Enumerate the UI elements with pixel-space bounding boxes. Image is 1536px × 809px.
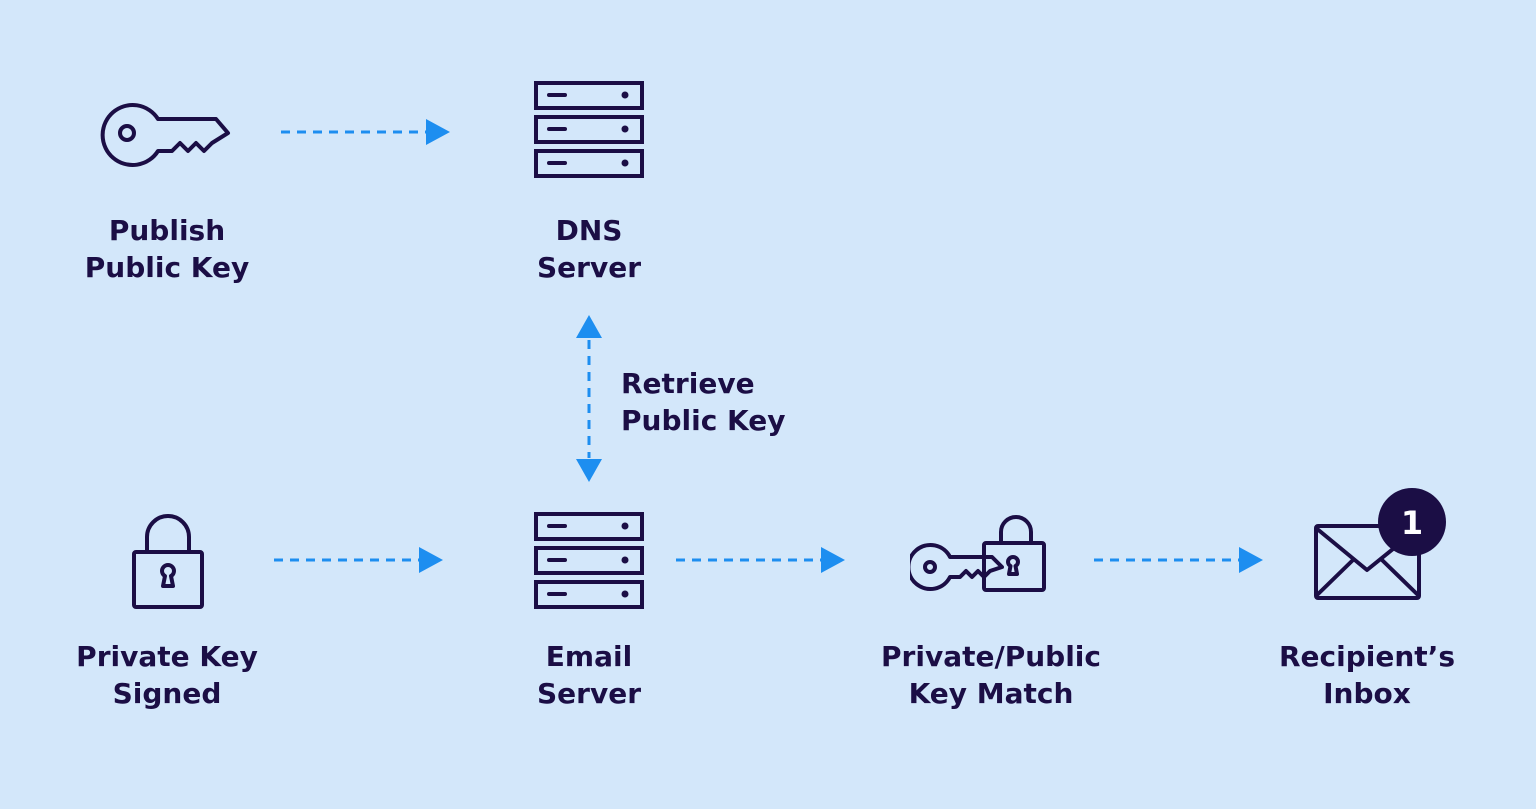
arrow-publish-to-dns-head <box>426 119 450 145</box>
retrieve-public-key-label: Retrieve Public Key <box>621 365 786 439</box>
key-padlock-icon <box>910 515 1046 592</box>
notification-badge <box>1378 488 1446 556</box>
label-line: Public Key <box>84 251 250 284</box>
recipient-inbox-label: Recipient’s Inbox <box>1279 638 1455 712</box>
badge-count: 1 <box>1401 504 1423 542</box>
label-line: Server <box>536 677 642 710</box>
arrow-dns-email-server-head-down <box>576 459 602 482</box>
server-icon <box>534 81 644 178</box>
label-line: Public Key <box>621 404 786 437</box>
label-line: Retrieve <box>621 367 755 400</box>
label-line: Publish <box>108 214 226 247</box>
private-key-signed-label: Private Key Signed <box>76 638 258 712</box>
key-icon <box>100 103 230 167</box>
server-icon <box>534 512 644 609</box>
label-line: Private Key <box>76 640 258 673</box>
arrow-email-server-to-match-head <box>821 547 845 573</box>
email-server-label: Email Server <box>537 638 641 712</box>
label-line: Private/Public <box>881 640 1101 673</box>
dns-server-label: DNS Server <box>537 212 641 286</box>
label-line: Inbox <box>1323 677 1411 710</box>
arrow-signed-to-email-server-head <box>419 547 443 573</box>
label-line: Server <box>536 251 642 284</box>
label-line: DNS <box>555 214 623 247</box>
publish-public-key-label: Publish Public Key <box>85 212 250 286</box>
arrow-dns-email-server-head-up <box>576 315 602 338</box>
key-match-label: Private/Public Key Match <box>881 638 1101 712</box>
padlock-icon <box>132 514 204 609</box>
arrow-match-to-inbox-head <box>1239 547 1263 573</box>
label-line: Signed <box>112 677 222 710</box>
label-line: Key Match <box>908 677 1074 710</box>
label-line: Recipient’s <box>1279 640 1455 673</box>
label-line: Email <box>545 640 633 673</box>
envelope-icon: 1 <box>1314 488 1446 600</box>
